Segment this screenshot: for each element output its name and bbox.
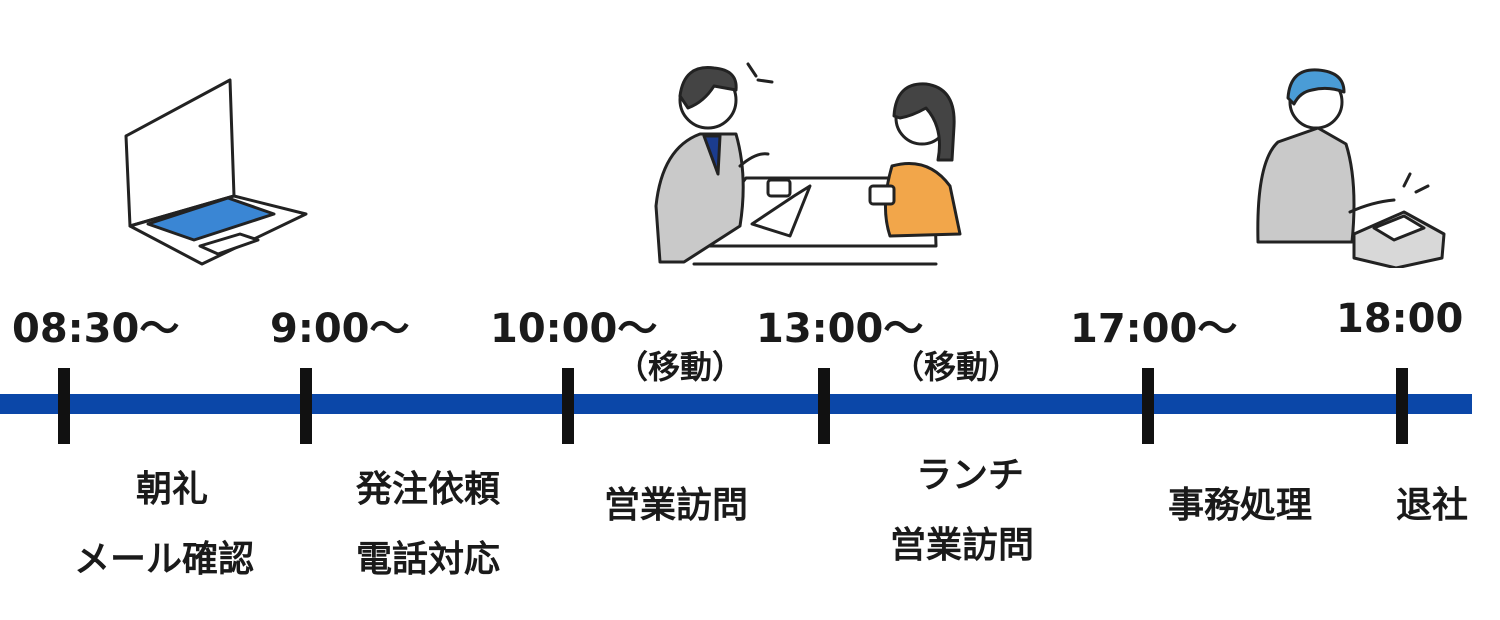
- time-label-1000: 10:00〜: [490, 306, 658, 352]
- timeline-tick-4: [1142, 368, 1154, 444]
- time-label-1800: 18:00: [1336, 296, 1464, 342]
- timeline-tick-5: [1396, 368, 1408, 444]
- time-label-0830: 08:30〜: [12, 306, 180, 352]
- task-email-check: メール確認: [74, 539, 255, 580]
- task-sales-visit-2: 営業訪問: [890, 525, 1035, 566]
- time-card-clock-icon: [1256, 68, 1446, 268]
- timeline-bar: [0, 394, 1472, 414]
- time-label-0900: 9:00〜: [270, 306, 410, 352]
- timeline-tick-2: [562, 368, 574, 444]
- business-meeting-icon: [654, 62, 962, 266]
- time-label-1300: 13:00〜: [756, 306, 924, 352]
- timeline-tick-3: [818, 368, 830, 444]
- task-sales-visit-1: 営業訪問: [604, 485, 749, 526]
- task-office-work: 事務処理: [1168, 485, 1313, 526]
- task-morning-assembly: 朝礼: [136, 469, 209, 510]
- task-leave-office: 退社: [1396, 485, 1469, 526]
- timeline-tick-0: [58, 368, 70, 444]
- time-label-1700: 17:00〜: [1070, 306, 1238, 352]
- task-phone-handling: 電話対応: [356, 539, 501, 580]
- task-order-request: 発注依頼: [356, 469, 501, 510]
- task-lunch: ランチ: [916, 455, 1025, 496]
- laptop-icon: [124, 78, 308, 266]
- travel-label-1: （移動）: [616, 348, 745, 386]
- timeline-tick-1: [300, 368, 312, 444]
- travel-label-2: （移動）: [892, 348, 1021, 386]
